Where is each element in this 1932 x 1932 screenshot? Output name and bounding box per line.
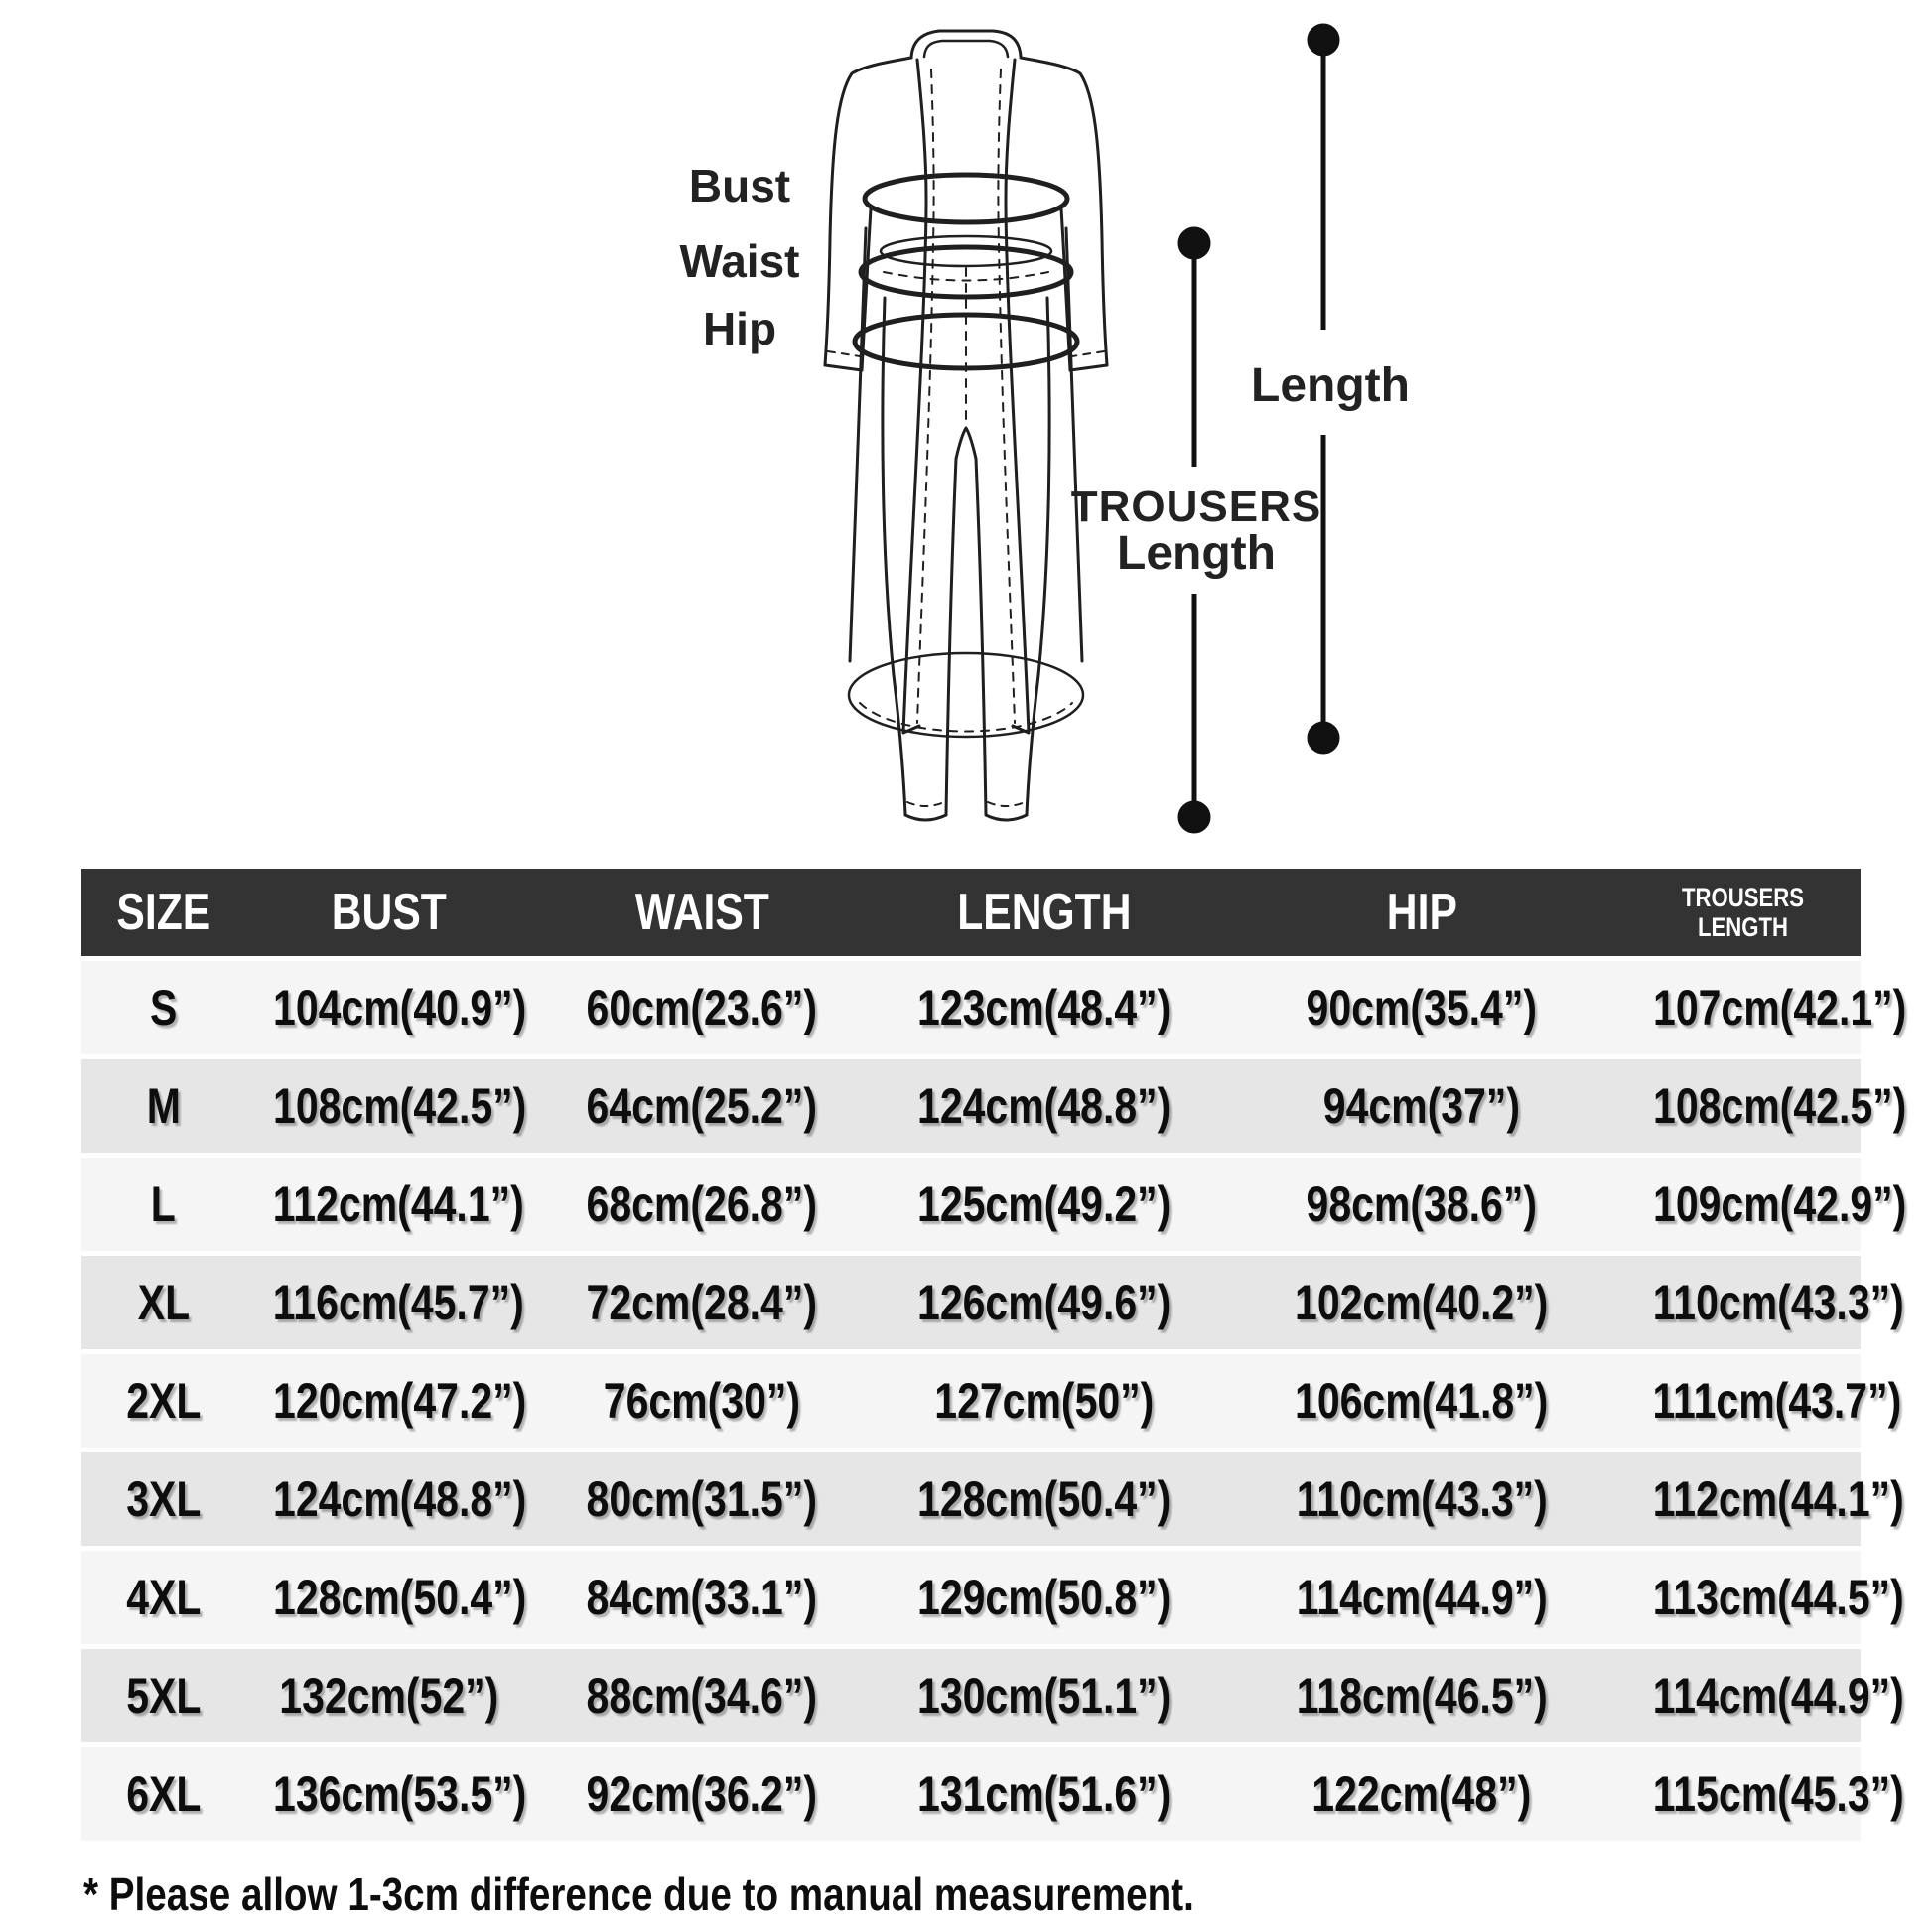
size-cell: S	[81, 961, 245, 1054]
length-cell: 131cm(51.6”)	[871, 1747, 1218, 1841]
length-cell: 130cm(51.1”)	[871, 1649, 1218, 1742]
hip-ellipse	[852, 312, 1080, 371]
length-cell: 123cm(48.4”)	[871, 961, 1218, 1054]
hip-cell: 90cm(35.4”)	[1218, 961, 1625, 1054]
bust-cell: 104cm(40.9”)	[245, 961, 533, 1054]
length-cell: 125cm(49.2”)	[871, 1158, 1218, 1251]
trousers-cell: 110cm(43.3”)	[1625, 1256, 1904, 1349]
hip-cell: 114cm(44.9”)	[1218, 1551, 1625, 1644]
table-row: XL 116cm(45.7”) 72cm(28.4”) 126cm(49.6”)…	[81, 1256, 1904, 1349]
cardigan-collar	[909, 29, 1023, 60]
garment-line-art: Bust Waist Hip Length TROUSERS Length	[680, 23, 1410, 834]
waist-cell: 68cm(26.8”)	[533, 1158, 871, 1251]
table-row: 5XL 132cm(52”) 88cm(34.6”) 130cm(51.1”) …	[81, 1649, 1904, 1742]
waist-cell: 84cm(33.1”)	[533, 1551, 871, 1644]
front-edge-right	[1004, 58, 1031, 735]
cardigan-collar-inner	[922, 39, 1010, 59]
header-size: SIZE	[81, 869, 245, 956]
hip-cell: 98cm(38.6”)	[1218, 1158, 1625, 1251]
size-cell: 6XL	[81, 1747, 245, 1841]
bust-ellipse	[862, 172, 1070, 225]
trousers-cell: 114cm(44.9”)	[1625, 1649, 1904, 1742]
size-cell: 4XL	[81, 1551, 245, 1644]
length-label: Length	[1251, 359, 1410, 412]
length-measure-line	[1307, 23, 1340, 755]
hip-cell: 102cm(40.2”)	[1218, 1256, 1625, 1349]
hip-cell: 106cm(41.8”)	[1218, 1354, 1625, 1448]
header-hip: HIP	[1218, 869, 1625, 956]
waist-cell: 80cm(31.5”)	[533, 1452, 871, 1546]
size-cell: 5XL	[81, 1649, 245, 1742]
trousers-cell: 115cm(45.3”)	[1625, 1747, 1904, 1841]
waist-cell: 76cm(30”)	[533, 1354, 871, 1448]
bust-label: Bust	[689, 160, 790, 211]
bust-cell: 108cm(42.5”)	[245, 1059, 533, 1153]
trousers-cell: 107cm(42.1”)	[1625, 961, 1906, 1054]
waist-cell: 64cm(25.2”)	[533, 1059, 871, 1153]
length-cell: 129cm(50.8”)	[871, 1551, 1218, 1644]
bust-cell: 132cm(52”)	[245, 1649, 533, 1742]
front-edge-left	[901, 58, 928, 735]
hip-cell: 110cm(43.3”)	[1218, 1452, 1625, 1546]
size-cell: M	[81, 1059, 245, 1153]
bust-cell: 112cm(44.1”)	[245, 1158, 533, 1251]
waist-cell: 72cm(28.4”)	[533, 1256, 871, 1349]
trousers-cell: 109cm(42.9”)	[1625, 1158, 1906, 1251]
size-cell: L	[81, 1158, 245, 1251]
waist-cell: 88cm(34.6”)	[533, 1649, 871, 1742]
size-cell: 2XL	[81, 1354, 245, 1448]
trousers-length-measure-line	[1177, 226, 1211, 834]
hip-label: Hip	[703, 303, 776, 354]
table-row: L 112cm(44.1”) 68cm(26.8”) 125cm(49.2”) …	[81, 1158, 1906, 1251]
table-row: 2XL 120cm(47.2”) 76cm(30”) 127cm(50”) 10…	[81, 1354, 1901, 1448]
bust-cell: 120cm(47.2”)	[245, 1354, 533, 1448]
bust-cell: 136cm(53.5”)	[245, 1747, 533, 1841]
table-row: 4XL 128cm(50.4”) 84cm(33.1”) 129cm(50.8”…	[81, 1551, 1904, 1644]
length-cell: 128cm(50.4”)	[871, 1452, 1218, 1546]
trousers-cell: 112cm(44.1”)	[1625, 1452, 1904, 1546]
waist-ellipse	[858, 244, 1074, 300]
waist-label: Waist	[680, 235, 800, 287]
trousers-cell: 111cm(43.7”)	[1625, 1354, 1901, 1448]
header-bust: BUST	[245, 869, 533, 956]
trousers-waistband	[879, 234, 1053, 268]
trousers-cell: 108cm(42.5”)	[1625, 1059, 1906, 1153]
measurement-note: * Please allow 1-3cm difference due to m…	[83, 1868, 1194, 1920]
trousers-length-label-line1: TROUSERS	[1071, 483, 1321, 531]
waist-cell: 92cm(36.2”)	[533, 1747, 871, 1841]
size-cell: XL	[81, 1256, 245, 1349]
bust-cell: 124cm(48.8”)	[245, 1452, 533, 1546]
length-cell: 126cm(49.6”)	[871, 1256, 1218, 1349]
table-row: S 104cm(40.9”) 60cm(23.6”) 123cm(48.4”) …	[81, 961, 1906, 1054]
header-length: LENGTH	[871, 869, 1218, 956]
hip-cell: 118cm(46.5”)	[1218, 1649, 1625, 1742]
bust-cell: 116cm(45.7”)	[245, 1256, 533, 1349]
cardigan-hem	[847, 651, 1085, 739]
length-cell: 127cm(50”)	[871, 1354, 1218, 1448]
table-row: 6XL 136cm(53.5”) 92cm(36.2”) 131cm(51.6”…	[81, 1747, 1904, 1841]
waist-cell: 60cm(23.6”)	[533, 961, 871, 1054]
hip-cell: 122cm(48”)	[1218, 1747, 1625, 1841]
length-cell: 124cm(48.8”)	[871, 1059, 1218, 1153]
table-row: 3XL 124cm(48.8”) 80cm(31.5”) 128cm(50.4”…	[81, 1452, 1904, 1546]
header-trousers-length: TROUSERS LENGTH	[1625, 869, 1861, 956]
hip-cell: 94cm(37”)	[1218, 1059, 1625, 1153]
bust-cell: 128cm(50.4”)	[245, 1551, 533, 1644]
size-cell: 3XL	[81, 1452, 245, 1546]
header-row: SIZE BUST WAIST LENGTH HIP TROUSERS LENG…	[81, 869, 1861, 956]
header-waist: WAIST	[533, 869, 871, 956]
measurement-diagram: Bust Waist Hip Length TROUSERS Length	[0, 0, 1932, 864]
size-chart-table: SIZE BUST WAIST LENGTH HIP TROUSERS LENG…	[81, 864, 1906, 1846]
table-row: M 108cm(42.5”) 64cm(25.2”) 124cm(48.8”) …	[81, 1059, 1906, 1153]
trousers-length-label-line2: Length	[1117, 527, 1276, 580]
trousers-cell: 113cm(44.5”)	[1625, 1551, 1904, 1644]
